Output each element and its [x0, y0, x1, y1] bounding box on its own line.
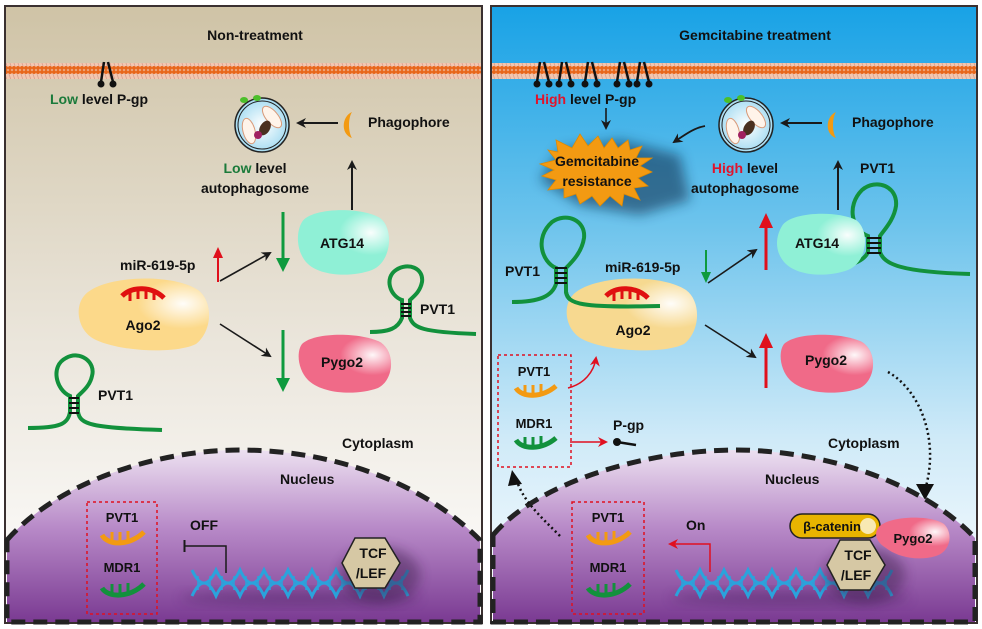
mirna-strand-icon: [120, 286, 166, 300]
mirna-to-atg14-arrow: [219, 252, 272, 282]
left-pygo2-label: Pygo2: [321, 354, 363, 370]
phagophore-icon: [343, 112, 352, 138]
left-autophagosome-level-label: Low level: [223, 160, 286, 176]
mirna-to-pygo2-arrow: [704, 324, 757, 359]
panel-non-treatment: Non-treatment Low level P-gp Phagophore …: [4, 5, 483, 625]
phagophore-icon: [827, 112, 836, 138]
left-box-mdr1-label: MDR1: [104, 560, 141, 575]
nuclear-pygo2-label: Pygo2: [893, 531, 932, 546]
left-gene-box: [86, 501, 158, 615]
left-phagophore-label: Phagophore: [368, 114, 450, 130]
translocation-arrowhead-icon: [916, 484, 934, 500]
left-ago2-label: Ago2: [126, 317, 161, 333]
mdr1-rna-icon: [585, 582, 632, 598]
tcf-lef-complex: TCF /LEF: [340, 537, 420, 603]
mirna-to-atg14-arrow: [707, 248, 758, 284]
left-tcf-line2: /LEF: [356, 565, 387, 581]
pvt1-to-ago2-arrow: [567, 356, 600, 389]
left-nucleus-label: Nucleus: [280, 471, 335, 487]
left-tcf-line1: TCF: [359, 545, 387, 561]
tcf-lef-complex: TCF /LEF: [825, 539, 905, 603]
left-cytoplasm-label: Cytoplasm: [342, 435, 414, 451]
ago2-protein: Ago2: [78, 278, 210, 351]
transcription-on-arrow: [668, 539, 711, 572]
left-pvt1-label-b: PVT1: [420, 301, 455, 317]
pgp-molecule-icon: [613, 438, 637, 447]
left-transcription-state: OFF: [190, 517, 218, 533]
autophagosome-to-resistance-arrow: [672, 125, 706, 144]
pvt1-hairpin-rna: [821, 182, 971, 276]
left-box-pvt1-label: PVT1: [106, 510, 139, 525]
right-autophagosome-level-label: High level: [712, 160, 778, 176]
right-nuclear-envelope: [490, 447, 978, 625]
pvt1-hairpin-rna: [27, 353, 163, 432]
resistance-line2: resistance: [562, 173, 631, 189]
right-autophagosome-label: autophagosome: [691, 180, 799, 196]
atg14-up-arrowhead-icon: [759, 213, 773, 228]
left-pgp-level-label: Low level P-gp: [50, 91, 148, 107]
right-nuc-box-mdr1-label: MDR1: [590, 560, 627, 575]
beta-catenin-protein: β-catenin: [789, 513, 881, 539]
beta-catenin-label: β-catenin: [803, 519, 861, 534]
right-phagophore-label: Phagophore: [852, 114, 934, 130]
right-pvt1-label-b: PVT1: [860, 160, 895, 176]
right-atg14-label: ATG14: [795, 235, 839, 251]
right-nuc-box-pvt1-label: PVT1: [592, 510, 625, 525]
right-box-pvt1-label: PVT1: [518, 364, 551, 379]
right-tcf-line1: TCF: [844, 547, 872, 563]
mirna-to-pygo2-arrow: [219, 323, 272, 358]
mirna-down-arrowhead-icon: [701, 272, 711, 283]
cell-membrane: [6, 63, 481, 79]
pygo2-nuclear-translocation-arrow: [887, 370, 932, 491]
right-mirna-label: miR-619-5p: [605, 259, 680, 275]
left-panel-title: Non-treatment: [207, 27, 303, 43]
right-pgp-product-label: P-gp: [613, 417, 644, 433]
right-ago2-label: Ago2: [616, 322, 651, 338]
atg14-protein: ATG14: [777, 213, 866, 275]
pvt1-rna-icon: [513, 384, 558, 398]
mirna-up-arrowhead-icon: [213, 247, 223, 258]
right-nucleus-gene-box: [571, 501, 645, 615]
right-box-mdr1-label: MDR1: [516, 416, 553, 431]
pygo2-up-arrowhead-icon: [759, 333, 773, 348]
autophagosome-icon: [234, 95, 290, 153]
pvt1-rna-icon: [585, 530, 632, 546]
pvt1-rna-icon: [99, 530, 146, 546]
mdr1-rna-icon: [513, 436, 558, 450]
mdr1-rna-icon: [99, 582, 146, 598]
pgp-pumps-icon: [533, 61, 653, 88]
cell-membrane: [492, 63, 976, 79]
right-nucleus-label: Nucleus: [765, 471, 820, 487]
transcription-off-inhibition-line: [183, 540, 227, 573]
right-pvt1-label-a: PVT1: [505, 263, 540, 279]
pygo2-protein: Pygo2: [780, 334, 874, 393]
mirna-strand-icon: [604, 286, 650, 300]
pygo2-protein: Pygo2: [298, 334, 392, 393]
right-pgp-level-label: High level P-gp: [535, 91, 636, 107]
left-atg14-label: ATG14: [320, 235, 364, 251]
gemcitabine-resistance-burst: Gemcitabine resistance: [538, 133, 690, 215]
export-arrowhead-icon: [508, 470, 522, 486]
left-autophagosome-label: autophagosome: [201, 180, 309, 196]
left-nuclear-envelope: [4, 447, 483, 625]
atg14-protein: ATG14: [297, 210, 390, 275]
right-panel-title: Gemcitabine treatment: [679, 27, 831, 43]
resistance-line1: Gemcitabine: [555, 153, 639, 169]
pgp-pump-icon: [97, 61, 117, 88]
right-transcription-state: On: [686, 517, 705, 533]
nuclear-pygo2-protein: Pygo2: [876, 517, 950, 559]
pygo2-down-arrowhead-icon: [276, 378, 290, 392]
autophagosome-icon: [718, 95, 774, 153]
left-mirna-label: miR-619-5p: [120, 257, 195, 273]
right-pygo2-label: Pygo2: [805, 352, 847, 368]
pvt1-hairpin-rna: [369, 264, 477, 336]
ago2-protein: Ago2: [564, 278, 698, 351]
panel-gemcitabine-treatment: Gemcitabine treatment High level P-gp: [490, 5, 978, 625]
right-cytoplasm-label: Cytoplasm: [828, 435, 900, 451]
left-pvt1-label-a: PVT1: [98, 387, 133, 403]
right-cytoplasm-gene-box: [497, 354, 572, 468]
atg14-down-arrowhead-icon: [276, 258, 290, 272]
right-tcf-line2: /LEF: [841, 567, 872, 583]
